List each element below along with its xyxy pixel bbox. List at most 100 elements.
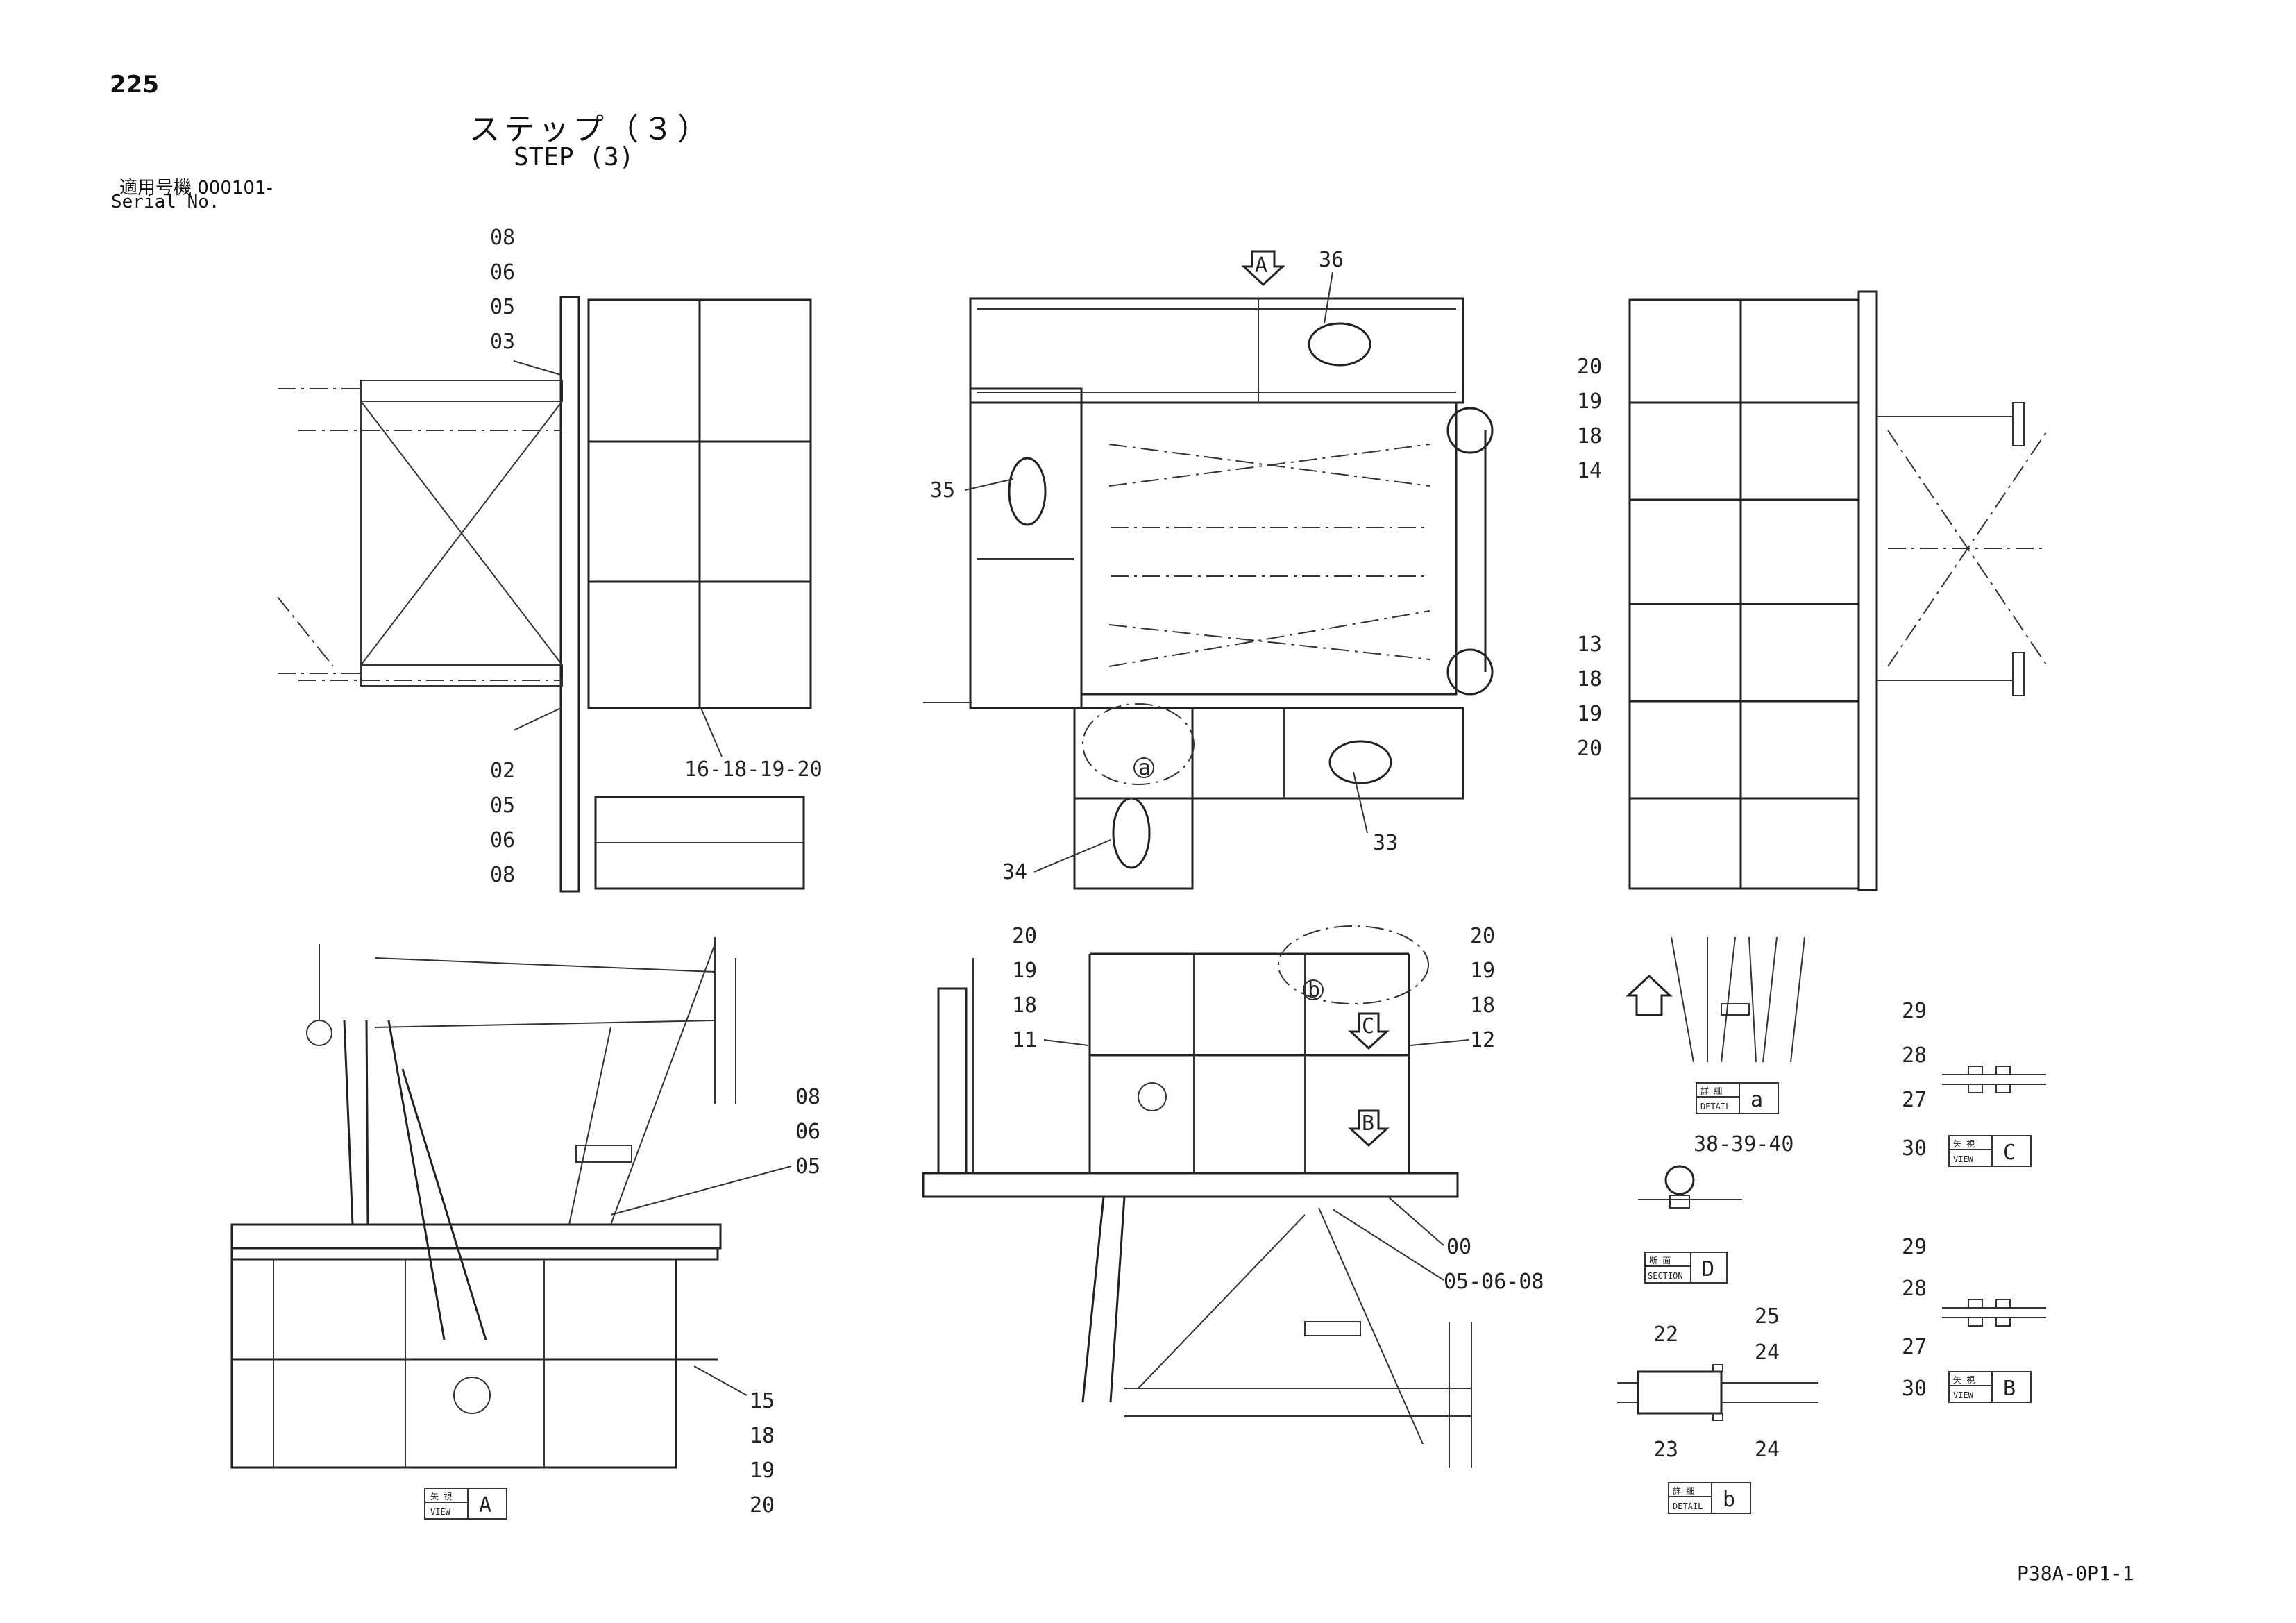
callouts-bottom-center: 20 19 18 11 20 19 18 12 00 05-06-08 b C … [1012,924,1544,1294]
callout-label: 18 [1470,993,1495,1018]
callout-label: 20 [1470,924,1495,948]
callout-label: 24 [1755,1340,1780,1365]
callout-label: 19 [1577,702,1602,726]
callout-label: 29 [1902,1235,1927,1259]
svg-text:DETAIL: DETAIL [1700,1102,1730,1111]
callout-label: 13 [1577,632,1602,657]
callout-label: 34 [1002,860,1027,884]
callout-label: 08 [490,863,515,887]
callouts-top-left: 08 06 05 03 02 05 06 08 16-18-19-20 [490,226,822,887]
view-top-center [923,250,1494,890]
callout-label: 28 [1902,1043,1927,1068]
callout-label: 15 [750,1389,775,1413]
callout-label: 28 [1902,1277,1927,1301]
svg-text:矢 視: 矢 視 [1953,1138,1975,1149]
svg-text:A: A [479,1493,491,1517]
callout-label: 00 [1446,1235,1471,1259]
svg-text:詳 細: 詳 細 [1673,1486,1694,1496]
callout-label: 02 [490,759,515,783]
callout-label: 18 [1577,667,1602,691]
callout-label: 14 [1577,459,1602,483]
view-c-drawing: 29 28 27 30 [1902,999,2046,1161]
callouts-top-center: 36 35 34 33 a A [930,248,1398,884]
callout-label: 06 [490,828,515,852]
page-title-english: STEP (3) [514,143,634,171]
callout-label: 20 [750,1493,775,1517]
callout-label: 22 [1653,1322,1678,1347]
callout-label: 19 [750,1458,775,1483]
callout-label: 20 [1577,737,1602,761]
marker-label: C [1362,1014,1374,1038]
callout-label: 30 [1902,1136,1927,1161]
callout-label: 19 [1470,959,1495,983]
callout-label: 20 [1012,924,1037,948]
callout-label: 24 [1755,1438,1780,1462]
callout-label: 27 [1902,1088,1927,1112]
callout-label: 19 [1577,389,1602,414]
svg-text:a: a [1750,1088,1763,1112]
callouts-bottom-left: 08 06 05 15 18 19 20 [610,1085,820,1517]
view-a-drawing [230,937,736,1469]
detail-b-drawing: 22 25 24 23 24 [1617,1304,1818,1462]
view-top-right [1628,290,2048,891]
svg-text:SECTION: SECTION [1648,1271,1683,1281]
svg-text:矢 視: 矢 視 [430,1491,452,1502]
callout-label: 12 [1470,1028,1495,1052]
callout-label: 25 [1755,1304,1780,1329]
svg-text:DETAIL: DETAIL [1673,1502,1703,1511]
view-bottom-center [922,925,1472,1468]
tag-detail-a: 詳 細 DETAIL a [1696,1082,1779,1114]
callout-label: 05 [490,793,515,818]
callout-label: 11 [1012,1028,1037,1052]
marker-label: b [1308,978,1320,1002]
callout-label: 33 [1373,831,1398,855]
serial-applicability-label: 適用号機 000101- [119,178,273,199]
svg-text:C: C [2003,1141,2016,1165]
page-number: 225 [110,71,159,99]
tag-section-d: 断 面 SECTION D [1644,1252,1728,1284]
callout-label: 38-39-40 [1694,1132,1794,1157]
callout-label: 29 [1902,999,1927,1023]
callout-label: 20 [1577,355,1602,379]
callout-label: 19 [1012,959,1037,983]
callout-label: 05 [490,295,515,319]
tag-view-a: 矢 視 VIEW A [424,1488,507,1520]
marker-label: B [1362,1111,1374,1136]
svg-text:B: B [2003,1377,2016,1401]
callout-label: 06 [490,260,515,285]
detail-a-drawing [1626,936,1805,1063]
svg-text:b: b [1723,1488,1735,1512]
detail-d-drawing: 38-39-40 [1638,1132,1794,1209]
tag-view-c: 矢 視 VIEW C [1948,1135,2032,1167]
callout-label: 27 [1902,1335,1927,1359]
callout-label: 05-06-08 [1444,1270,1544,1294]
svg-text:VIEW: VIEW [430,1507,451,1517]
callout-label: 06 [795,1120,820,1144]
callout-label: 35 [930,478,955,503]
svg-text:断 面: 断 面 [1649,1255,1671,1265]
page-title-japanese: ステップ（３） [469,112,712,147]
callout-label: 30 [1902,1377,1927,1401]
tag-detail-b: 詳 細 DETAIL b [1668,1482,1751,1514]
callout-label: 16-18-19-20 [684,757,822,782]
svg-text:矢 視: 矢 視 [1953,1374,1975,1385]
callout-label: 23 [1653,1438,1678,1462]
callout-label: 18 [750,1424,775,1448]
callout-label: 05 [795,1154,820,1179]
callout-label: 03 [490,330,515,354]
marker-label: a [1138,756,1151,780]
drawing-code: P38A-0P1-1 [2017,1562,2134,1585]
callout-label: 36 [1319,248,1344,272]
svg-text:VIEW: VIEW [1953,1154,1974,1164]
callouts-top-right: 20 19 18 14 13 18 19 20 [1577,355,1602,761]
svg-text:D: D [1702,1257,1714,1281]
view-top-left [277,296,812,893]
svg-text:VIEW: VIEW [1953,1390,1974,1400]
marker-label: A [1255,253,1267,278]
callout-label: 08 [490,226,515,250]
callout-label: 18 [1577,424,1602,448]
callout-label: 08 [795,1085,820,1109]
tag-view-b: 矢 視 VIEW B [1948,1371,2032,1403]
callout-label: 18 [1012,993,1037,1018]
